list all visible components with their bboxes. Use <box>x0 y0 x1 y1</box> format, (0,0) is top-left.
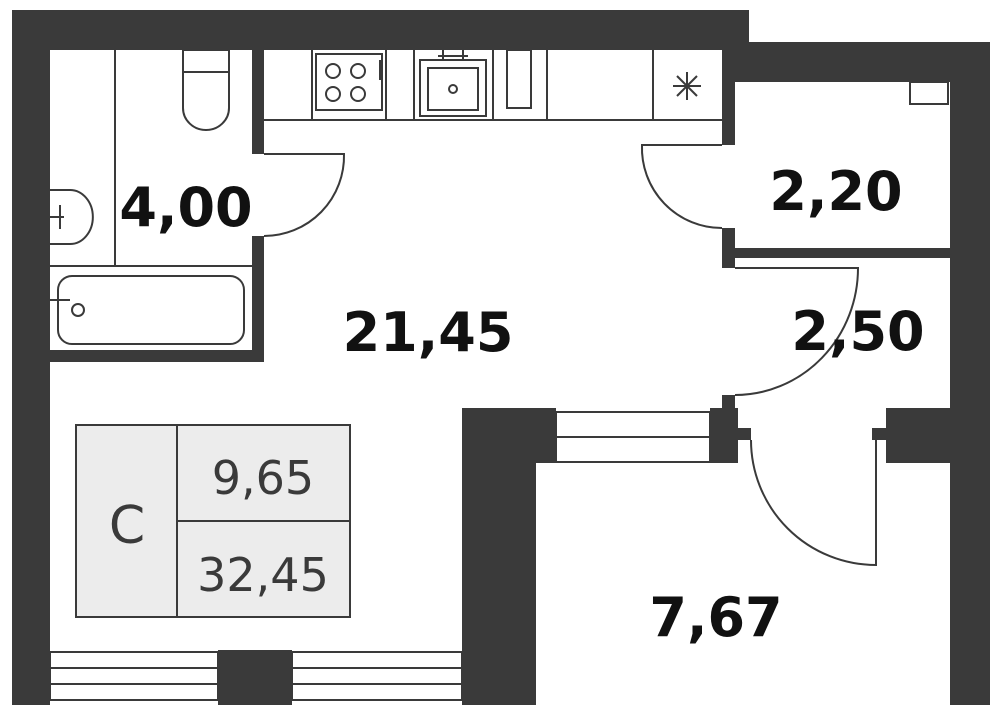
kitchen-sink <box>419 59 487 117</box>
area-storage: 2,20 <box>769 160 902 223</box>
door-storage <box>640 144 723 229</box>
wall-bottom-pier <box>218 650 292 705</box>
toilet-bowl <box>182 72 230 131</box>
wall-top-left <box>12 10 749 50</box>
wall-storage-left <box>722 48 735 145</box>
window-top-right <box>909 81 949 105</box>
wall-bath-right-lower <box>252 236 264 361</box>
toilet <box>182 49 230 73</box>
window-bottom-right <box>291 651 463 701</box>
area-living: 21,45 <box>343 301 514 364</box>
legend-type-letter: С <box>109 496 145 556</box>
area-loggia: 7,67 <box>649 586 782 649</box>
wall-loggia-top-left <box>462 408 556 463</box>
wall-top-right <box>735 42 990 82</box>
area-bathroom: 4,00 <box>119 176 252 239</box>
wall-bath-right <box>252 48 264 154</box>
door-loggia <box>750 439 877 567</box>
wall-bottom-left <box>12 700 50 705</box>
wall-bath-bottom <box>48 350 264 362</box>
star-icon <box>673 72 701 100</box>
door-hall <box>734 267 860 396</box>
washbasin <box>50 189 94 245</box>
area-legend: С 9,65 32,45 <box>75 424 351 618</box>
legend-living-area: 9,65 <box>212 451 314 505</box>
wall-storage-bottom <box>722 248 952 258</box>
area-hall: 2,50 <box>791 300 924 363</box>
wall-right <box>950 42 990 705</box>
wall-loggia-door-post-right <box>872 428 890 440</box>
stove <box>315 53 383 111</box>
window-bottom-left <box>49 651 219 701</box>
fridge-slot <box>506 49 532 109</box>
windows <box>49 81 949 701</box>
walls <box>12 10 990 705</box>
legend-total-area: 32,45 <box>197 548 329 602</box>
wall-left <box>12 10 50 705</box>
wall-loggia-door-post-left <box>733 428 751 440</box>
door-bathroom <box>263 153 346 237</box>
bathtub <box>57 275 245 345</box>
fixtures <box>50 49 877 567</box>
wall-loggia-top-right <box>886 408 952 463</box>
